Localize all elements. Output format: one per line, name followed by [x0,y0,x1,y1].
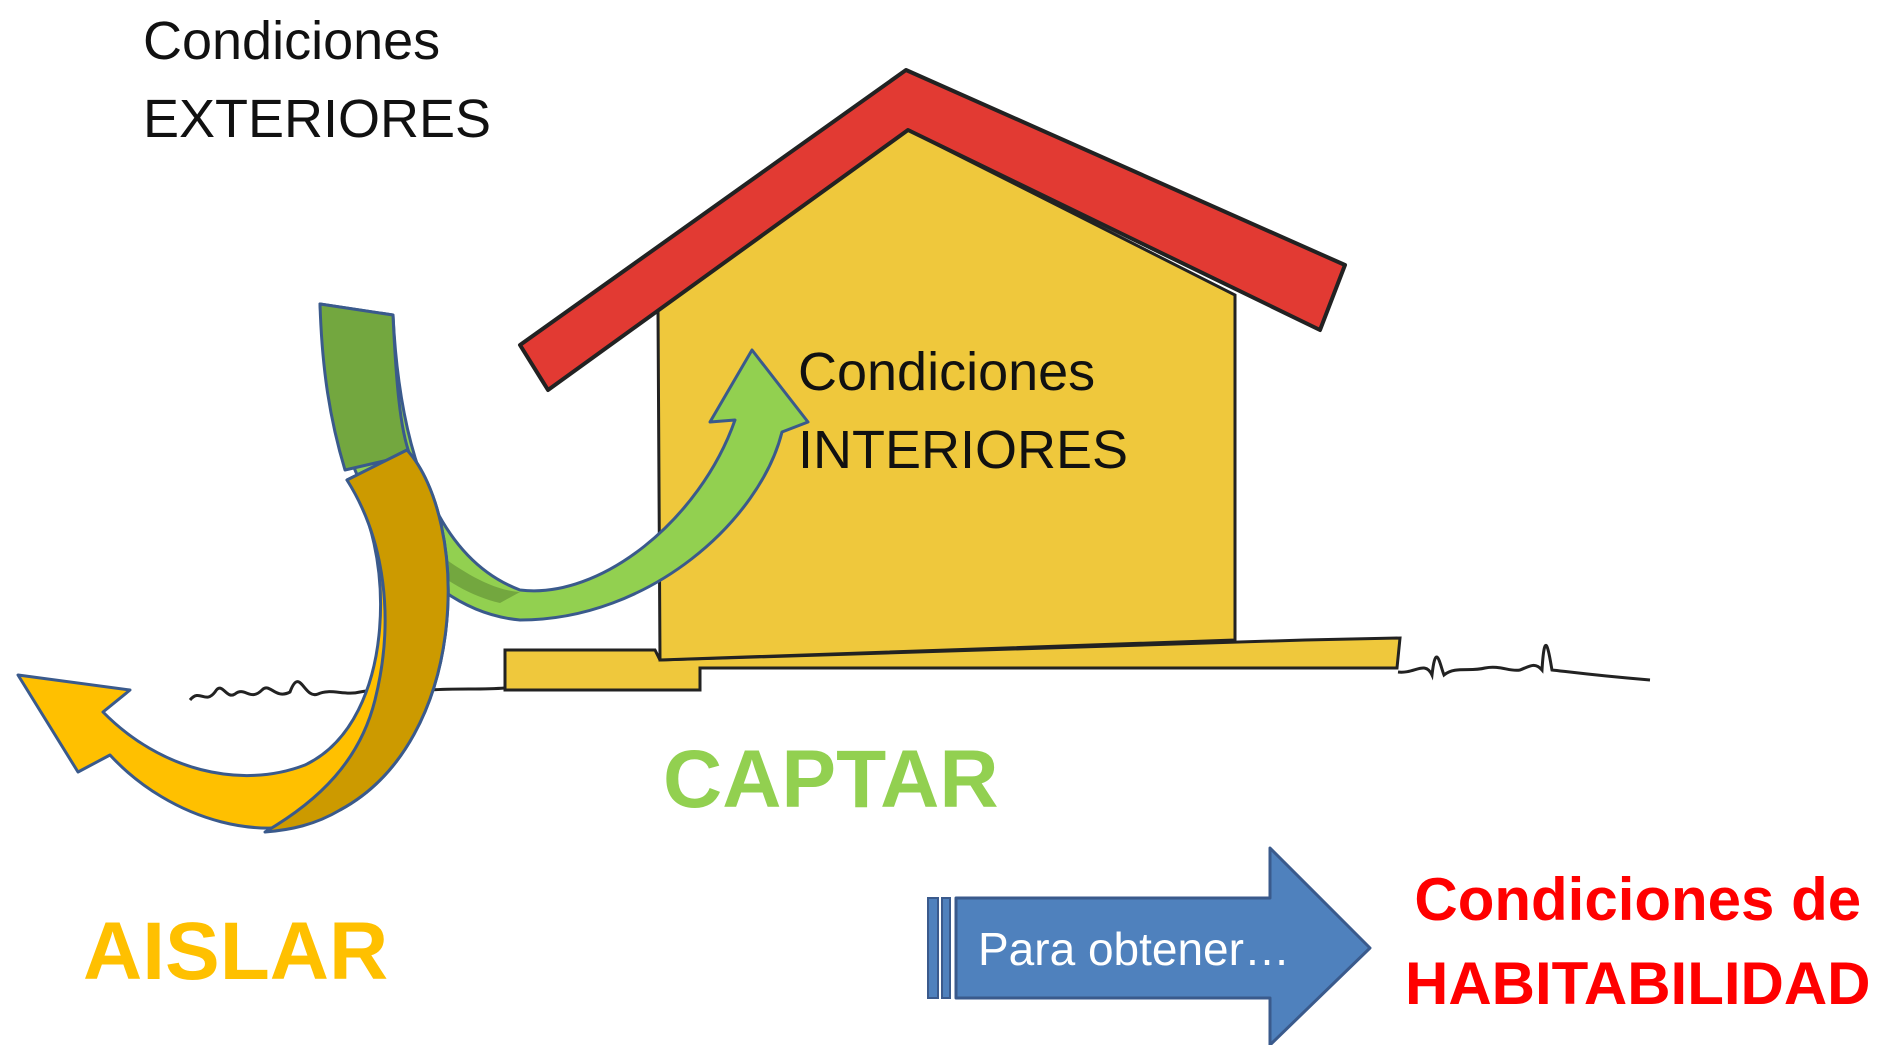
interior-line-1: Condiciones [798,342,1096,402]
exterior-conditions-label: Condiciones EXTERIORES [143,2,491,158]
exterior-line-1: Condiciones [143,11,441,71]
interior-line-2: INTERIORES [798,420,1129,480]
ground-line-left [188,680,506,702]
aislar-arrow-shade [263,448,450,834]
captar-label: CAPTAR [663,734,999,825]
para-obtener-arrow [927,846,1372,1045]
exterior-line-2: EXTERIORES [143,89,492,149]
para-obtener-text: Para obtener… [978,923,1290,975]
result-line-1: Condiciones de [1414,866,1862,933]
ground-line-right [1397,643,1651,682]
house-roof [518,68,1347,392]
house-foundation [503,636,1402,692]
captar-arrow-shade [318,302,412,472]
interior-conditions-label: Condiciones INTERIORES [798,333,1128,489]
result-line-2: HABITABILIDAD [1405,950,1871,1017]
habitability-result-label: Condiciones de HABITABILIDAD [1405,858,1871,1026]
aislar-label: AISLAR [83,906,389,997]
